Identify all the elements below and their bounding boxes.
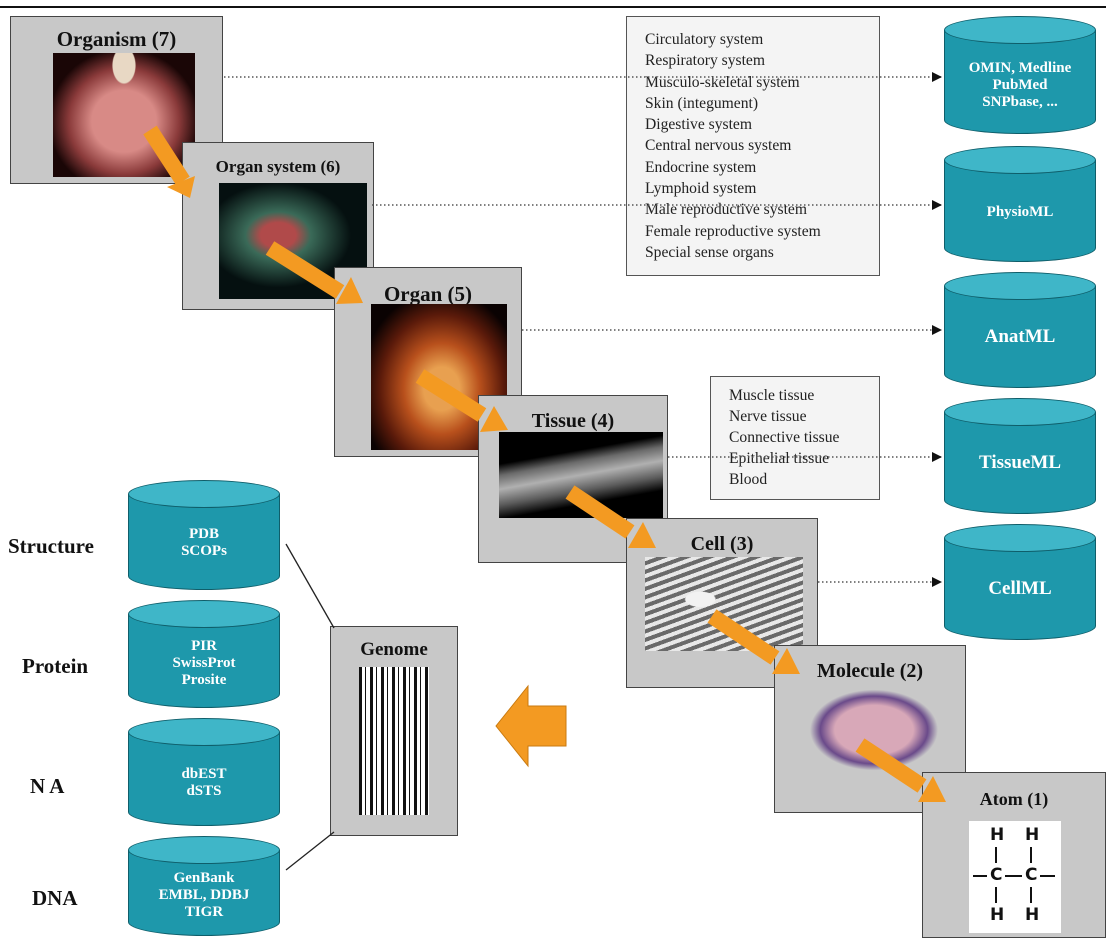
list-item: Special sense organs [645, 243, 774, 261]
genome-barcode-image [359, 667, 429, 815]
panel-title-organ: Organ (5) [383, 282, 473, 306]
list-item: Muscle tissue [729, 387, 815, 404]
level-arrow-5-4 [415, 369, 487, 422]
list-item: Circulatory system [645, 31, 764, 48]
panel-title-molecule: Molecule (2) [816, 660, 924, 682]
database-cylinder-omin: OMIN, Medline PubMed SNPbase, ... [944, 16, 1096, 134]
db-label: SNPbase, ... [982, 93, 1058, 110]
block-arrow-to-genome [495, 684, 567, 768]
db-label: PIR [191, 638, 217, 654]
list-item: Connective tissue [729, 429, 840, 446]
tissue-list-box: Muscle tissue Nerve tissue Connective ti… [710, 376, 880, 500]
list-item: Respiratory system [645, 52, 765, 70]
level-arrow-2-1 [855, 738, 927, 793]
database-cylinder-dbest: dbEST dSTS [128, 718, 280, 826]
db-label: CellML [988, 578, 1052, 599]
database-cylinder-pir: PIR SwissProt Prosite [128, 600, 280, 708]
list-item: Lymphoid system [645, 180, 757, 198]
list-item: Endocrine system [645, 158, 757, 176]
db-label: SwissProt [172, 654, 236, 671]
genome-connector-top [285, 543, 335, 629]
cell-image [645, 557, 803, 651]
list-item: Digestive system [645, 116, 752, 134]
genome-connector-bottom [285, 831, 335, 871]
db-label: PubMed [992, 76, 1048, 93]
panel-atom: Atom (1) H H C C H H [922, 772, 1106, 938]
list-item: Skin (integument) [645, 94, 759, 112]
atom-bonds [973, 847, 1055, 903]
database-cylinder-cellml: CellML [944, 524, 1096, 640]
atom-structure-box: H H C C H H [969, 821, 1061, 933]
panel-title-tissue: Tissue (4) [531, 410, 615, 432]
db-label: OMIN, Medline [968, 60, 1072, 76]
database-cylinder-genbank: GenBank EMBL, DDBJ TIGR [128, 836, 280, 936]
level-arrow-4-3 [565, 485, 635, 539]
database-cylinder-physioml: PhysioML [944, 146, 1096, 262]
db-label: dbEST [181, 766, 227, 782]
list-item: Epithelial tissue [729, 450, 830, 467]
left-label-protein: Protein [22, 654, 89, 678]
db-label: PhysioML [986, 204, 1054, 220]
panel-title-atom: Atom (1) [979, 789, 1049, 809]
level-arrow-6-5 [265, 241, 345, 299]
panel-title-organ-system: Organ system (6) [215, 157, 341, 176]
db-label: SCOPs [181, 542, 227, 559]
db-label: Prosite [181, 671, 227, 688]
left-label-na: N A [30, 774, 65, 798]
db-label: TIGR [184, 903, 224, 920]
list-item: Blood [729, 471, 768, 488]
level-arrow-7-6 [143, 125, 190, 186]
panel-title-organism: Organism (7) [56, 27, 177, 51]
database-cylinder-anatml: AnatML [944, 272, 1096, 388]
panel-cell: Cell (3) [626, 518, 818, 688]
level-arrow-3-2 [707, 609, 780, 665]
top-rule [0, 6, 1106, 8]
panel-genome: Genome [330, 626, 458, 836]
panel-organ: Organ (5) [334, 267, 522, 457]
atom-h-top-left: H [990, 825, 1005, 845]
panel-title-genome: Genome [360, 639, 428, 660]
db-label: EMBL, DDBJ [158, 886, 250, 903]
atom-c-right: C [1025, 865, 1038, 885]
atom-h-bottom-right: H [1025, 905, 1040, 925]
list-item: Musculo-skeletal system [645, 73, 800, 91]
panel-title-cell: Cell (3) [690, 533, 754, 555]
atom-h-bottom-left: H [990, 905, 1005, 925]
list-item: Central nervous system [645, 137, 792, 155]
left-label-dna: DNA [32, 886, 78, 910]
list-item: Nerve tissue [729, 408, 807, 425]
db-label: TissueML [978, 452, 1061, 473]
atom-h-top-right: H [1025, 825, 1040, 845]
left-label-structure: Structure [8, 534, 94, 558]
db-label: dSTS [186, 782, 222, 799]
database-cylinder-tissueml: TissueML [944, 398, 1096, 514]
organ-systems-list-box: Circulatory system Respiratory system Mu… [626, 16, 880, 276]
list-item: Female reproductive system [645, 222, 821, 240]
db-label: AnatML [984, 326, 1056, 347]
atom-c-left: C [990, 865, 1003, 885]
db-label: GenBank [173, 870, 235, 886]
db-label: PDB [189, 526, 219, 542]
database-cylinder-pdb: PDB SCOPs [128, 480, 280, 590]
